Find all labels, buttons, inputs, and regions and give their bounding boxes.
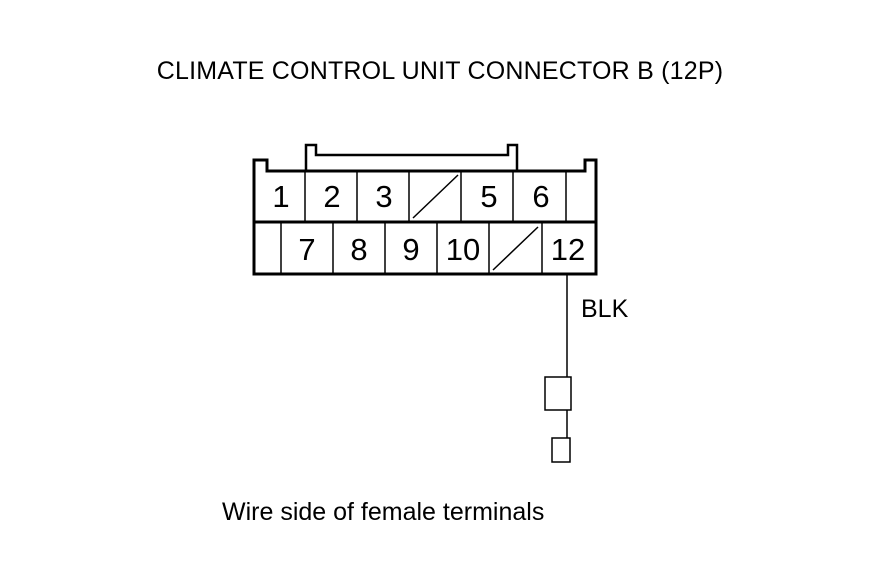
diagram-caption: Wire side of female terminals xyxy=(222,498,545,526)
ground-terminal-upper xyxy=(544,376,572,411)
pin-3: 3 xyxy=(375,179,392,214)
empty-cavity-4 xyxy=(412,174,459,219)
connector-latch xyxy=(304,143,519,171)
empty-cavity-11 xyxy=(492,226,539,271)
pin-1: 1 xyxy=(272,179,289,214)
ground-terminal-lower xyxy=(551,437,571,463)
pin-6: 6 xyxy=(532,179,549,214)
pin-9: 9 xyxy=(402,232,419,267)
pin-12: 12 xyxy=(551,232,585,267)
diagram-title: CLIMATE CONTROL UNIT CONNECTOR B (12P) xyxy=(156,57,724,85)
pin-10: 10 xyxy=(446,232,480,267)
pin-8: 8 xyxy=(350,232,367,267)
connector-housing xyxy=(252,158,598,276)
pin-7: 7 xyxy=(298,232,315,267)
pin-5: 5 xyxy=(480,179,497,214)
pin-2: 2 xyxy=(323,179,340,214)
wire-color-label: BLK xyxy=(581,295,629,323)
